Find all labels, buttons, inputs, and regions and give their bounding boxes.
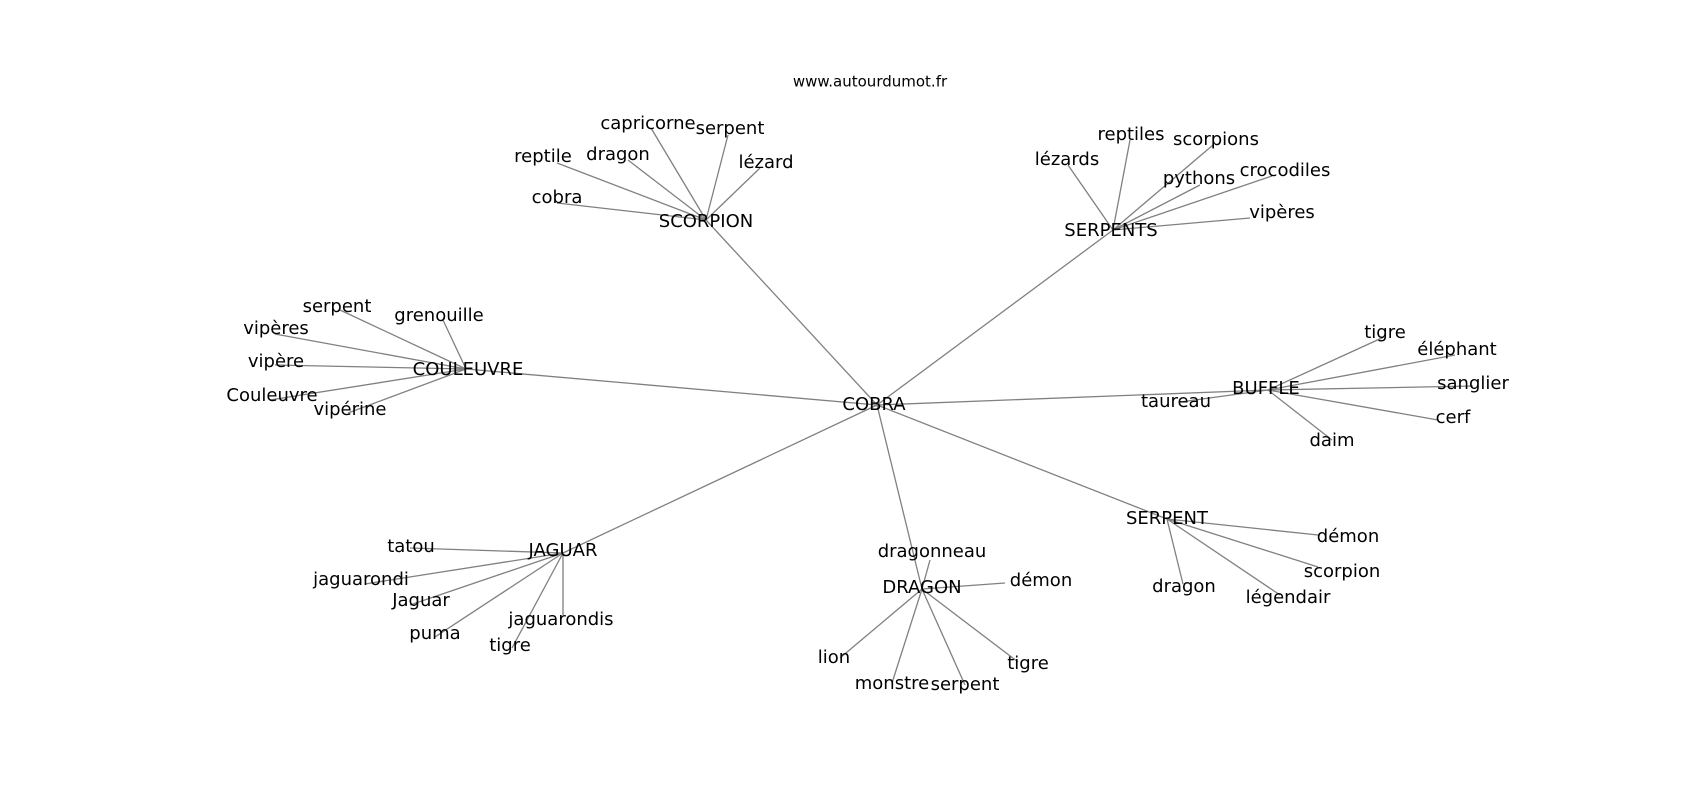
graph-nodes: COBRA SCORPION cobra reptile dragon capricorn… [226, 113, 1509, 695]
neighbor-node-label: Jaguar [391, 590, 450, 611]
edge-cluster-1-neighbor-2 [1112, 144, 1214, 231]
edge-cluster-0-neighbor-4 [705, 134, 729, 221]
neighbor-node-label: jaguarondis [507, 609, 613, 630]
edge-cluster-2-neighbor-0 [339, 309, 467, 370]
edge-center-to-1 [876, 229, 1114, 406]
edge-cluster-3-neighbor-1 [1267, 354, 1456, 391]
edge-cluster-4-neighbor-3 [434, 552, 564, 638]
neighbor-node-label: jaguarondi [312, 569, 409, 590]
neighbor-node-label: tigre [1007, 653, 1049, 674]
neighbor-node-label: légendair [1246, 587, 1331, 608]
edge-cluster-6-neighbor-2 [1166, 518, 1281, 596]
edge-cluster-3-neighbor-0 [1267, 336, 1385, 391]
neighbor-node-label: dragonneau [878, 541, 987, 562]
edge-center-to-0 [705, 219, 878, 406]
neighbor-node-label: cerf [1436, 407, 1471, 428]
edge-cluster-1-neighbor-4 [1112, 175, 1273, 231]
neighbor-node-label: serpent [303, 296, 372, 317]
edge-cluster-5-neighbor-1 [921, 582, 1006, 590]
neighbor-node-label: tigre [1364, 322, 1406, 343]
edge-cluster-2-neighbor-1 [442, 319, 467, 370]
neighbor-node-label: démon [1010, 570, 1072, 591]
edge-cluster-2-neighbor-5 [347, 368, 467, 414]
edge-cluster-2-neighbor-3 [274, 364, 467, 370]
edge-cluster-2-neighbor-2 [274, 333, 467, 370]
graph-edges [269, 127, 1474, 686]
edge-center-to-6 [876, 404, 1168, 520]
edge-center-to-2 [465, 368, 878, 406]
cluster-node-label: SERPENTS [1064, 220, 1157, 241]
edge-cluster-0-neighbor-1 [556, 162, 707, 221]
edge-cluster-5-neighbor-4 [891, 588, 923, 684]
edge-center-to-4 [562, 404, 878, 554]
neighbor-node-label: daim [1310, 430, 1355, 451]
edge-cluster-5-neighbor-2 [921, 588, 1019, 663]
neighbor-node-label: dragon [1152, 576, 1216, 597]
center-node-label: COBRA [842, 394, 906, 415]
neighbor-node-label: capricorne [600, 113, 695, 134]
neighbor-node-label: crocodiles [1240, 160, 1331, 181]
edge-cluster-3-neighbor-2 [1267, 385, 1474, 391]
neighbor-node-label: reptile [514, 146, 572, 167]
neighbor-node-label: serpent [931, 674, 1000, 695]
edge-cluster-3-neighbor-3 [1267, 389, 1439, 421]
neighbor-node-label: vipérine [313, 399, 386, 420]
neighbor-node-label: démon [1317, 526, 1379, 547]
edge-cluster-2-neighbor-4 [269, 368, 467, 401]
edge-cluster-1-neighbor-5 [1112, 217, 1251, 231]
edge-cluster-1-neighbor-3 [1112, 184, 1201, 231]
edge-cluster-0-neighbor-2 [627, 159, 707, 221]
edge-center-to-3 [876, 389, 1269, 406]
neighbor-node-label: tatou [387, 536, 435, 557]
cluster-node-label: COULEUVRE [413, 359, 524, 380]
neighbor-node-label: scorpion [1304, 561, 1381, 582]
neighbor-node-label: reptiles [1097, 124, 1164, 145]
edge-cluster-6-neighbor-1 [1166, 518, 1319, 568]
cluster-node-label: SERPENT [1126, 508, 1209, 529]
neighbor-node-label: taureau [1141, 391, 1211, 412]
edge-cluster-5-neighbor-5 [839, 588, 923, 659]
source-watermark: www.autourdumot.fr [793, 73, 948, 91]
neighbor-node-label: vipère [248, 351, 304, 372]
neighbor-node-label: Couleuvre [226, 385, 317, 406]
edge-cluster-3-neighbor-4 [1267, 389, 1333, 441]
cluster-node-label: DRAGON [882, 577, 961, 598]
edge-cluster-5-neighbor-0 [921, 559, 931, 590]
neighbor-node-label: puma [409, 623, 460, 644]
neighbor-node-label: sanglier [1437, 373, 1509, 394]
neighbor-node-label: vipères [243, 318, 309, 339]
edge-cluster-4-neighbor-4 [511, 552, 564, 649]
edge-cluster-4-neighbor-0 [409, 547, 564, 554]
cluster-node-label: JAGUAR [528, 540, 598, 561]
edge-cluster-4-neighbor-2 [409, 552, 564, 606]
neighbor-node-label: tigre [489, 635, 531, 656]
neighbor-node-label: lézards [1035, 149, 1099, 170]
edge-cluster-1-neighbor-1 [1112, 139, 1131, 231]
neighbor-node-label: lion [818, 647, 850, 668]
cluster-node-label: BUFFLE [1232, 378, 1300, 399]
edge-cluster-0-neighbor-0 [556, 202, 707, 221]
neighbor-node-label: serpent [696, 118, 765, 139]
edge-center-to-5 [876, 404, 923, 590]
cluster-node-label: SCORPION [659, 211, 753, 232]
neighbor-node-label: monstre [855, 673, 929, 694]
neighbor-node-label: grenouille [394, 305, 483, 326]
edge-cluster-1-neighbor-0 [1067, 164, 1114, 231]
neighbor-node-label: pythons [1163, 168, 1235, 189]
neighbor-node-label: éléphant [1417, 339, 1496, 360]
edge-cluster-5-neighbor-3 [921, 588, 966, 686]
neighbor-node-label: cobra [532, 187, 583, 208]
edge-cluster-3-neighbor-5 [1179, 389, 1269, 403]
edge-cluster-0-neighbor-3 [650, 127, 707, 221]
neighbor-node-label: lézard [738, 152, 793, 173]
neighbor-node-label: vipères [1249, 202, 1315, 223]
edge-cluster-6-neighbor-3 [1166, 518, 1184, 585]
edge-cluster-6-neighbor-0 [1166, 518, 1319, 536]
neighbor-node-label: dragon [586, 144, 650, 165]
edge-cluster-0-neighbor-5 [705, 167, 761, 221]
edge-cluster-4-neighbor-1 [364, 552, 564, 585]
neighbor-node-label: scorpions [1173, 129, 1259, 150]
